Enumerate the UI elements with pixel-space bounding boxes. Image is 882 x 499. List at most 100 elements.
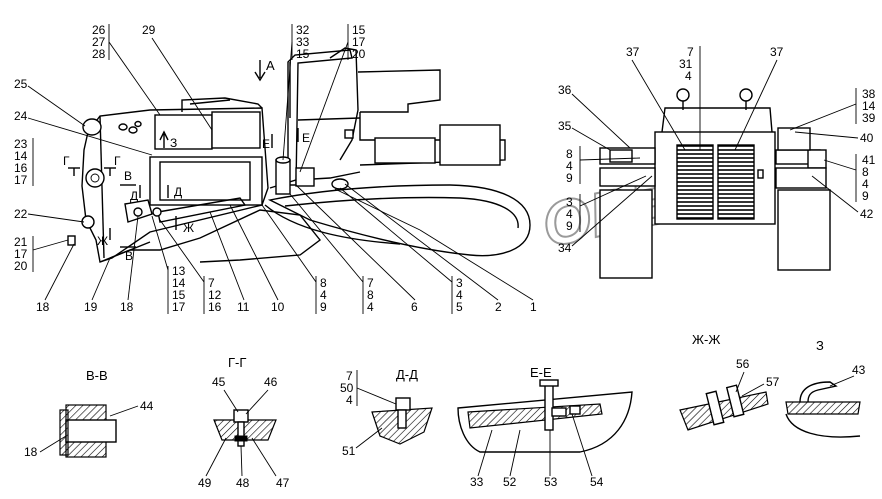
callout-number: В — [125, 249, 133, 263]
callout-number: 38 — [862, 87, 876, 101]
callout-number: 4 — [566, 207, 573, 221]
callout-number: 14 — [862, 99, 876, 113]
callout-number: 28 — [92, 47, 106, 61]
blade — [267, 184, 531, 257]
section-dd: Д-Д 7 50 4 51 — [340, 367, 433, 458]
callout-number: 45 — [212, 375, 226, 389]
callout-number: 47 — [276, 476, 290, 490]
callout-number: 8 — [320, 276, 327, 290]
rear-hub — [85, 168, 105, 188]
callout-number: 2 — [495, 300, 502, 314]
callout-number: 48 — [236, 476, 250, 490]
box-upper-right — [211, 111, 261, 149]
callout-number: 49 — [198, 476, 212, 490]
callout-number: З — [170, 136, 177, 150]
callout-number: 40 — [860, 131, 874, 145]
callout-number: 7 — [346, 369, 353, 383]
callout-number: 3 — [566, 195, 573, 209]
callout-number: 18 — [120, 300, 134, 314]
section-z: З 43 — [785, 338, 866, 438]
callout-number: 7 — [687, 45, 694, 59]
section-ee: Е-Е 33 52 53 54 — [457, 365, 633, 489]
callout-number: 1 — [530, 300, 537, 314]
callout-number: 7 — [208, 276, 215, 290]
callout-number: 14 — [14, 149, 28, 163]
callout-number: 7 — [367, 276, 374, 290]
section-zhzh: Ж-Ж 56 57 — [679, 332, 780, 431]
section-z-title: З — [816, 338, 824, 353]
callout-number: 33 — [470, 475, 484, 489]
callout-number: 9 — [566, 171, 573, 185]
section-dd-title: Д-Д — [396, 367, 418, 382]
front-body — [654, 131, 776, 225]
callout-number: 57 — [766, 375, 780, 389]
callout-number: 37 — [626, 45, 640, 59]
callout-number: 17 — [14, 247, 28, 261]
rear-roller — [82, 118, 102, 136]
callout-number: 42 — [860, 207, 874, 221]
callout-number: 3 — [456, 276, 463, 290]
callout-number: 24 — [14, 109, 28, 123]
callout-number: 29 — [142, 23, 156, 37]
callout-number: 18 — [24, 445, 38, 459]
callout-number: 8 — [566, 147, 573, 161]
rear-body-outline — [81, 107, 269, 263]
callout-number: 8 — [367, 288, 374, 302]
callout-number: 25 — [14, 77, 28, 91]
grille-right — [717, 144, 755, 220]
callout-number: В — [124, 169, 132, 183]
callout-number: 10 — [271, 300, 285, 314]
callout-number: 41 — [862, 153, 876, 167]
callout-number: 27 — [92, 35, 106, 49]
right-track — [777, 189, 831, 271]
callout-number: 34 — [558, 241, 572, 255]
callout-number: 21 — [14, 235, 28, 249]
callout-number: Г — [63, 154, 70, 168]
callout-number: 53 — [544, 475, 558, 489]
callout-number: 4 — [367, 300, 374, 314]
callout-number: 14 — [172, 276, 186, 290]
section-gg: Г-Г 45 46 49 48 47 — [198, 355, 290, 490]
callout-number: 9 — [862, 189, 869, 203]
lamp-left — [676, 88, 690, 102]
callout-number: 31 — [679, 57, 693, 71]
callout-number: 13 — [172, 264, 186, 278]
left-track — [599, 189, 653, 279]
section-ee-title: Е-Е — [530, 365, 552, 380]
callout-number: 50 — [340, 381, 354, 395]
callout-number: 11 — [237, 300, 250, 314]
callout-number: 4 — [566, 159, 573, 173]
section-vv-title: В-В — [86, 368, 108, 383]
callout-number: 6 — [411, 300, 418, 314]
callout-number: 44 — [140, 399, 154, 413]
main-callouts: 26 27 28 29 32 33 15 15 17 20 25 24 23 1… — [14, 23, 537, 314]
callout-number: 9 — [320, 300, 327, 314]
callout-number: 4 — [346, 393, 353, 407]
callout-number: 35 — [558, 119, 572, 133]
callout-number: 56 — [736, 357, 750, 371]
callout-number: 39 — [862, 111, 876, 125]
callout-number: Е — [302, 131, 310, 145]
callout-number: 20 — [352, 47, 366, 61]
callout-number: 17 — [352, 35, 366, 49]
callout-number: 36 — [558, 83, 572, 97]
cab-roof — [357, 69, 441, 113]
callout-number: 37 — [770, 45, 784, 59]
callout-number: 23 — [14, 137, 28, 151]
view-arrow-label: А — [266, 58, 275, 73]
callout-number: 4 — [456, 288, 463, 302]
lamp-right — [739, 88, 753, 102]
callout-number: 43 — [852, 363, 866, 377]
callout-number: 4 — [862, 177, 869, 191]
callout-number: 9 — [566, 219, 573, 233]
callout-number: Ж — [183, 221, 194, 235]
pin — [65, 419, 117, 443]
callout-number: 8 — [862, 165, 869, 179]
callout-number: 33 — [296, 35, 310, 49]
callout-number: 5 — [456, 300, 463, 314]
callout-number: Д — [174, 185, 182, 199]
callout-number: 22 — [14, 207, 28, 221]
callout-number: 16 — [208, 300, 222, 314]
callout-number: 17 — [172, 300, 186, 314]
